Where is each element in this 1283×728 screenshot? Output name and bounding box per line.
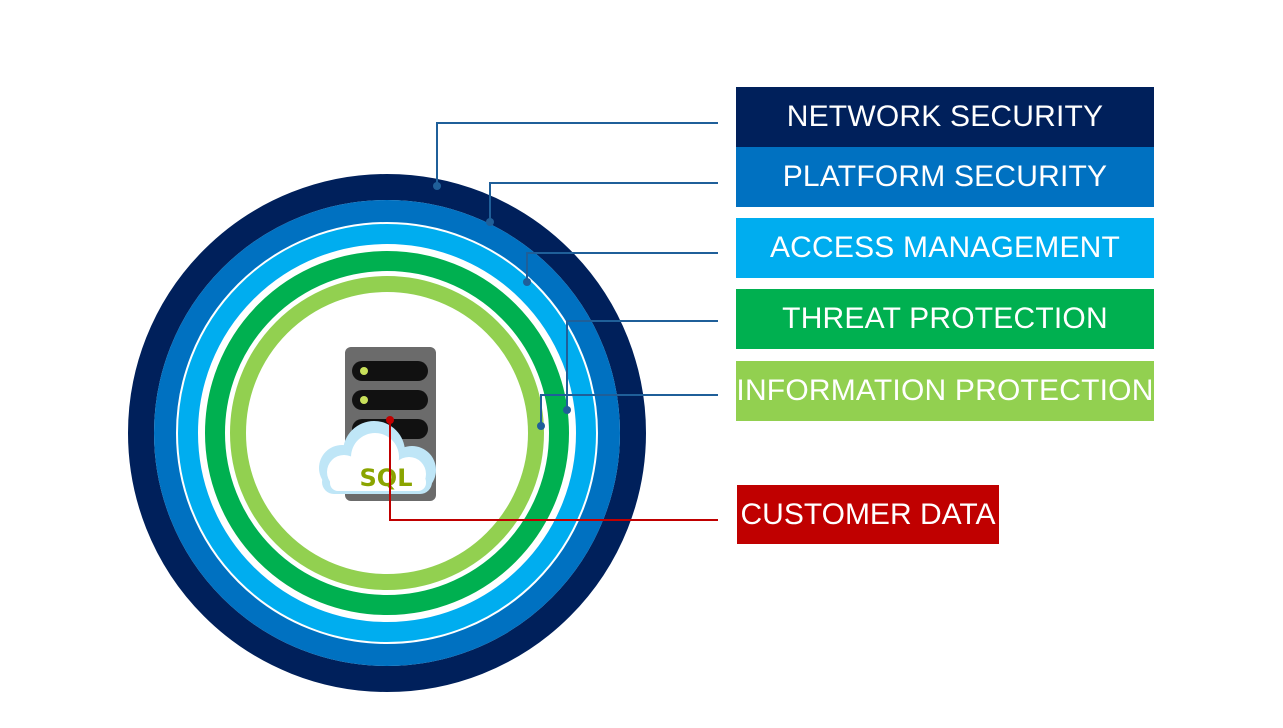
connector-dot-information-protection: [537, 422, 545, 430]
ring-information-protection: [230, 276, 544, 590]
connector-dot-customer-data: [386, 416, 394, 424]
connector-dot-threat-protection: [563, 406, 571, 414]
connector-dot-network-security: [433, 182, 441, 190]
connector-customer-data: [389, 420, 718, 521]
label-access-management-text: ACCESS MANAGEMENT: [769, 231, 1121, 264]
label-network-security-text: NETWORK SECURITY: [786, 100, 1104, 133]
label-threat-protection: THREAT PROTECTION: [736, 289, 1154, 349]
label-network-security: NETWORK SECURITY: [736, 87, 1154, 147]
sql-label: SQL: [360, 464, 413, 492]
label-access-management: ACCESS MANAGEMENT: [736, 218, 1154, 278]
server-slot-2: [352, 390, 428, 410]
label-platform-security: PLATFORM SECURITY: [736, 147, 1154, 207]
label-information-protection: INFORMATION PROTECTION: [736, 361, 1154, 421]
server-led-1: [360, 367, 368, 375]
ring-network-security: [128, 174, 646, 692]
label-customer-data: CUSTOMER DATA: [737, 485, 999, 544]
label-platform-security-text: PLATFORM SECURITY: [782, 160, 1108, 193]
ring-access-management: [178, 224, 596, 642]
label-customer-data-text: CUSTOMER DATA: [740, 497, 996, 531]
connector-network-security: [436, 122, 718, 186]
connector-information-protection: [540, 394, 718, 426]
connector-dot-access-management: [523, 278, 531, 286]
label-information-protection-text: INFORMATION PROTECTION: [736, 374, 1154, 407]
connector-access-management: [526, 252, 718, 282]
ring-threat-protection: [205, 251, 569, 615]
connector-platform-security: [489, 182, 718, 222]
connector-dot-platform-security: [486, 218, 494, 226]
server-led-2: [360, 396, 368, 404]
ring-platform-security: [154, 200, 620, 666]
connector-threat-protection: [566, 320, 718, 410]
sql-server-cloud-icon: SQL: [319, 347, 436, 501]
server-slot-1: [352, 361, 428, 381]
label-threat-protection-text: THREAT PROTECTION: [782, 302, 1108, 335]
